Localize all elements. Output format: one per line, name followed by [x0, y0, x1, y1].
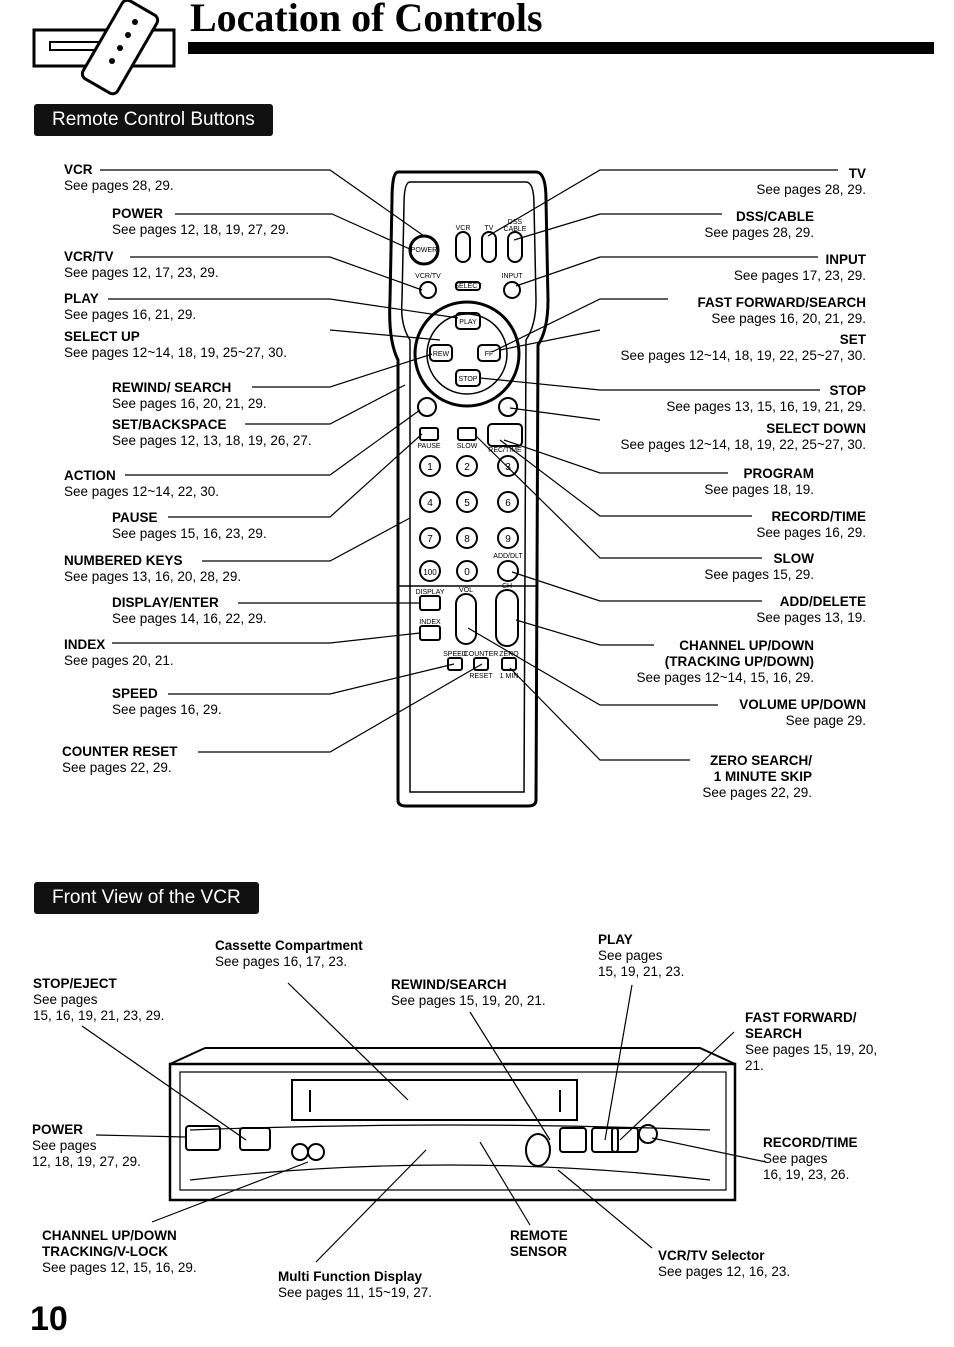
remote-cable-key[interactable]: CABLE	[504, 226, 527, 233]
remote-index-key[interactable]: INDEX	[419, 619, 441, 626]
remote-vcrtv-key[interactable]: VCR/TV	[415, 273, 441, 280]
remote-reset-key[interactable]: RESET	[469, 673, 493, 680]
remote-speed-key[interactable]: SPEED	[443, 651, 467, 658]
remote-counter-key[interactable]: COUNTER	[464, 651, 499, 658]
remote-input-key[interactable]: INPUT	[502, 273, 524, 280]
remote-key-100[interactable]: 100	[423, 568, 437, 577]
remote-zero-key[interactable]: ZERO	[499, 651, 519, 658]
title-rule	[188, 42, 934, 54]
remote-key-1[interactable]: 1	[427, 462, 433, 473]
page-number: 10	[30, 1300, 68, 1338]
remote-key-3[interactable]: 3	[505, 462, 511, 473]
remote-vcr-key[interactable]: VCR	[456, 225, 471, 232]
remote-key-2[interactable]: 2	[464, 462, 470, 473]
page-title: Location of Controls	[190, 0, 543, 40]
remote-dss-key[interactable]: DSS	[508, 219, 523, 226]
remote-key-7[interactable]: 7	[427, 534, 433, 545]
section-banner-remote: Remote Control Buttons	[34, 104, 273, 136]
remote-vol-key[interactable]: VOL	[459, 587, 473, 594]
remote-key-6[interactable]: 6	[505, 498, 511, 509]
vcr-remote-icon	[32, 0, 176, 96]
remote-tv-key[interactable]: TV	[485, 225, 494, 232]
remote-1min-key[interactable]: 1 MIN	[500, 673, 519, 680]
remote-key-4[interactable]: 4	[427, 498, 433, 509]
remote-select-key[interactable]: SELECT	[454, 283, 482, 290]
remote-key-8[interactable]: 8	[464, 534, 470, 545]
remote-key-5[interactable]: 5	[464, 498, 470, 509]
remote-stop-key[interactable]: STOP	[459, 376, 478, 383]
remote-ff-key[interactable]: FF	[485, 351, 494, 358]
remote-slow-key[interactable]: SLOW	[457, 443, 478, 450]
remote-key-9[interactable]: 9	[505, 534, 511, 545]
remote-rew-key[interactable]: REW	[433, 351, 450, 358]
remote-display-key[interactable]: DISPLAY	[415, 589, 444, 596]
remote-adddlt-key[interactable]: ADD/DLT	[493, 553, 523, 560]
label-channel-up-down: CHANNEL UP/DOWN(TRACKING UP/DOWN)See pag…	[636, 638, 814, 685]
remote-key-0[interactable]: 0	[464, 567, 470, 578]
remote-pause-key[interactable]: PAUSE	[417, 443, 441, 450]
remote-rec-key[interactable]: REC/TIME	[488, 447, 522, 454]
remote-ch-key[interactable]: CH	[502, 583, 512, 590]
remote-play-key[interactable]: PLAY	[459, 319, 477, 326]
section-banner-front: Front View of the VCR	[34, 882, 259, 914]
remote-power-key[interactable]: POWER	[411, 247, 437, 254]
